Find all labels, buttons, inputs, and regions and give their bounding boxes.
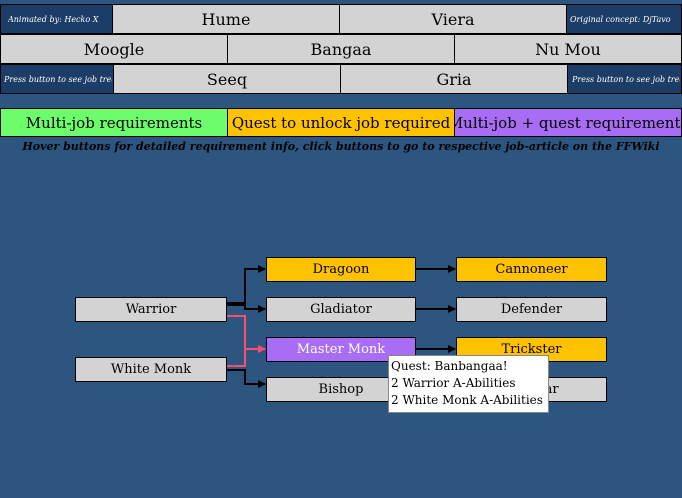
tooltip-line-white-monk: 2 White Monk A-Abilities: [391, 393, 543, 407]
press-button-hint-right: Press button to see job tree: [572, 74, 680, 84]
race-button-nu-mou[interactable]: Nu Mou: [454, 34, 682, 64]
hover-hint: Hover buttons for detailed requirement i…: [22, 140, 660, 153]
legend-multi-quest: Multi-job + quest requirements: [454, 108, 682, 137]
press-button-hint-left: Press button to see job tree: [4, 74, 112, 84]
race-button-gria[interactable]: Gria: [340, 64, 568, 94]
race-button-hume[interactable]: Hume: [112, 4, 340, 34]
job-node-dragoon[interactable]: Dragoon: [266, 257, 416, 282]
legend-multi-job: Multi-job requirements: [0, 108, 228, 137]
race-button-moogle[interactable]: Moogle: [0, 34, 228, 64]
connector-warrior-dragoon: [227, 265, 266, 304]
job-node-white-monk[interactable]: White Monk: [75, 357, 227, 382]
job-node-defender[interactable]: Defender: [456, 297, 607, 322]
job-node-warrior[interactable]: Warrior: [75, 297, 227, 322]
connector-white-monk-master-monk: [227, 349, 246, 367]
tooltip-line-warrior: 2 Warrior A-Abilities: [391, 376, 516, 390]
job-node-cannoneer[interactable]: Cannoneer: [456, 257, 607, 282]
connector-white-monk-bishop: [227, 369, 266, 388]
tooltip-line-quest: Quest: Banbangaa!: [391, 359, 508, 373]
race-button-seeq[interactable]: Seeq: [113, 64, 341, 94]
connector-warrior-master-monk: [227, 315, 266, 353]
job-node-gladiator[interactable]: Gladiator: [266, 297, 416, 322]
requirement-tooltip: Quest: Banbangaa! 2 Warrior A-Abilities …: [388, 355, 549, 413]
connector-warrior-gladiator: [227, 304, 266, 313]
legend-quest: Quest to unlock job required: [227, 108, 455, 137]
animated-by-credit: Animated by: Hecko X: [8, 14, 99, 24]
race-button-bangaa[interactable]: Bangaa: [227, 34, 455, 64]
original-concept-credit: Original concept: DjTavo: [570, 14, 671, 24]
race-button-viera[interactable]: Viera: [339, 4, 567, 34]
